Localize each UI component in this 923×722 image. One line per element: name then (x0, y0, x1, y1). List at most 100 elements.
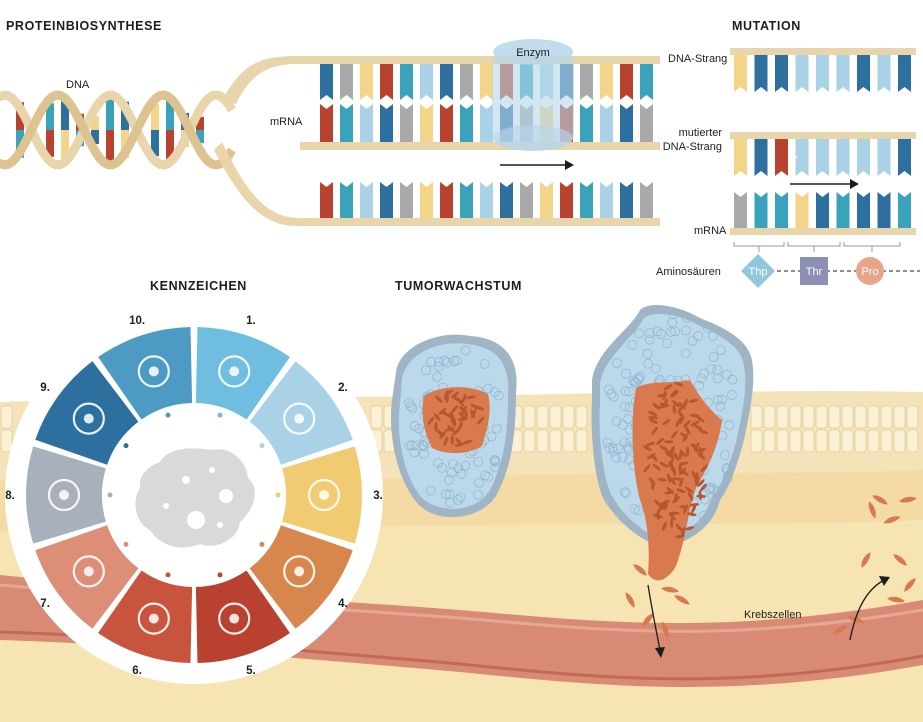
transcription-arrow (500, 160, 574, 170)
tumor-cell (425, 485, 436, 496)
mutated-dna-base (734, 139, 747, 176)
tumor-cell (483, 383, 493, 394)
tumor-cell (621, 488, 632, 499)
tumor-cell (634, 328, 644, 339)
tumor-cell (719, 450, 730, 461)
tumor-cell (452, 355, 463, 366)
tumor-core-cell (697, 479, 705, 487)
hallmark-segment (98, 570, 193, 663)
tumor-core-cell (458, 411, 466, 420)
epithelial-cell (523, 405, 536, 429)
mrna-mutation-label: mRNA (694, 225, 727, 237)
dna-base (360, 182, 373, 218)
tumor-core-cell (657, 503, 667, 511)
tumor-core-cell (667, 458, 675, 467)
epithelial-cell (549, 429, 562, 453)
cancer-cell (872, 495, 888, 505)
dna-base (420, 64, 433, 100)
tumor-core-cell (451, 405, 459, 414)
mrna-base (580, 104, 593, 142)
amino-acid-label: Pro (861, 266, 878, 278)
tumor-core-cell (697, 452, 706, 460)
mrna-label: mRNA (270, 116, 303, 128)
tumor-core-cell (466, 395, 477, 400)
tumor-cell (602, 437, 613, 448)
tumor-cell (624, 386, 635, 397)
tumor-cell (426, 357, 436, 367)
tumor-core-cell (642, 445, 652, 451)
hallmark-marker (165, 572, 171, 578)
extravasation-arrow (849, 576, 890, 641)
tumor-cell (633, 505, 644, 516)
tumor-core-cell (648, 418, 658, 424)
tumor-core-cell (674, 381, 684, 387)
tumor-core-cell (685, 446, 690, 457)
dna-base (420, 182, 433, 218)
mutation-dna-base (754, 55, 768, 92)
tumor-core-cell (698, 446, 703, 457)
tumor-core-cell (657, 393, 668, 398)
epithelial-cell (867, 405, 880, 429)
dna-base (360, 64, 373, 100)
epithelial-cell (536, 405, 549, 429)
tumor-core-cell (681, 527, 686, 537)
tumor-cell (446, 467, 457, 478)
tumor-cell (480, 470, 491, 481)
tumor-cell (617, 420, 628, 430)
cancer-cell (625, 592, 635, 608)
mutation-mrna-bases (734, 192, 911, 228)
amino-acid-label: Thp (749, 266, 768, 278)
helix-base (151, 130, 159, 157)
tumor-core-cell (670, 430, 678, 439)
immune-shield-icon (307, 478, 341, 512)
tumor-cell (432, 372, 443, 382)
tumor-cell (421, 365, 431, 376)
tumor-cell (621, 368, 631, 379)
mutated-dna-base (816, 139, 829, 176)
tumor-core-cell (663, 440, 674, 444)
infinity-replication-icon (283, 555, 316, 588)
hallmark-marker (107, 492, 113, 498)
cancer-cell (883, 516, 901, 524)
tumor-cell (712, 395, 723, 405)
tumor-core-cell (445, 393, 449, 403)
mrna-base (420, 104, 433, 142)
dna-base (460, 182, 473, 218)
amino-acid-square (800, 257, 828, 285)
tumor-cell (722, 473, 733, 484)
tumor-cell (699, 368, 709, 379)
tumor-cell (486, 431, 497, 442)
epithelial-cell (815, 405, 828, 429)
mutated-dna-base (836, 139, 850, 176)
epithelial-cell (0, 429, 13, 453)
mutated-strand-label-1: mutierter (679, 127, 723, 139)
cancer-cells-label: Krebszellen (744, 609, 801, 621)
tumor-core-cell (676, 488, 686, 493)
tumor-cell-center (135, 448, 255, 548)
enzyme-label: Enzym (516, 47, 550, 59)
helix-strand (0, 90, 236, 170)
epithelial-cell (750, 429, 763, 453)
mutation-dna-base (836, 55, 850, 92)
tumor-core-cell (678, 477, 684, 488)
helix-base (196, 116, 204, 130)
lower-dna-strand (214, 142, 660, 226)
tumor-core-cell (662, 418, 671, 426)
dna-base (480, 182, 493, 218)
hallmark-marker (123, 541, 129, 547)
tumor-cell (407, 403, 418, 414)
mrna-base (320, 104, 333, 142)
epithelial-cell (536, 429, 549, 453)
tumor-cell (702, 323, 713, 333)
tumor-core-cell (688, 398, 699, 403)
dna-base (640, 182, 653, 218)
tumor-core-cell (678, 449, 683, 460)
no-cell-death-icon (72, 402, 105, 435)
tumor-core-cell (433, 413, 441, 422)
dna-instability-icon (47, 478, 81, 512)
epithelial-cell (880, 429, 893, 453)
tumor-core-cell (659, 402, 670, 407)
mutated-dna-base (877, 139, 891, 176)
tumor-core-cell (698, 429, 709, 435)
hallmarks-heading: KENNZEICHEN (150, 279, 247, 293)
